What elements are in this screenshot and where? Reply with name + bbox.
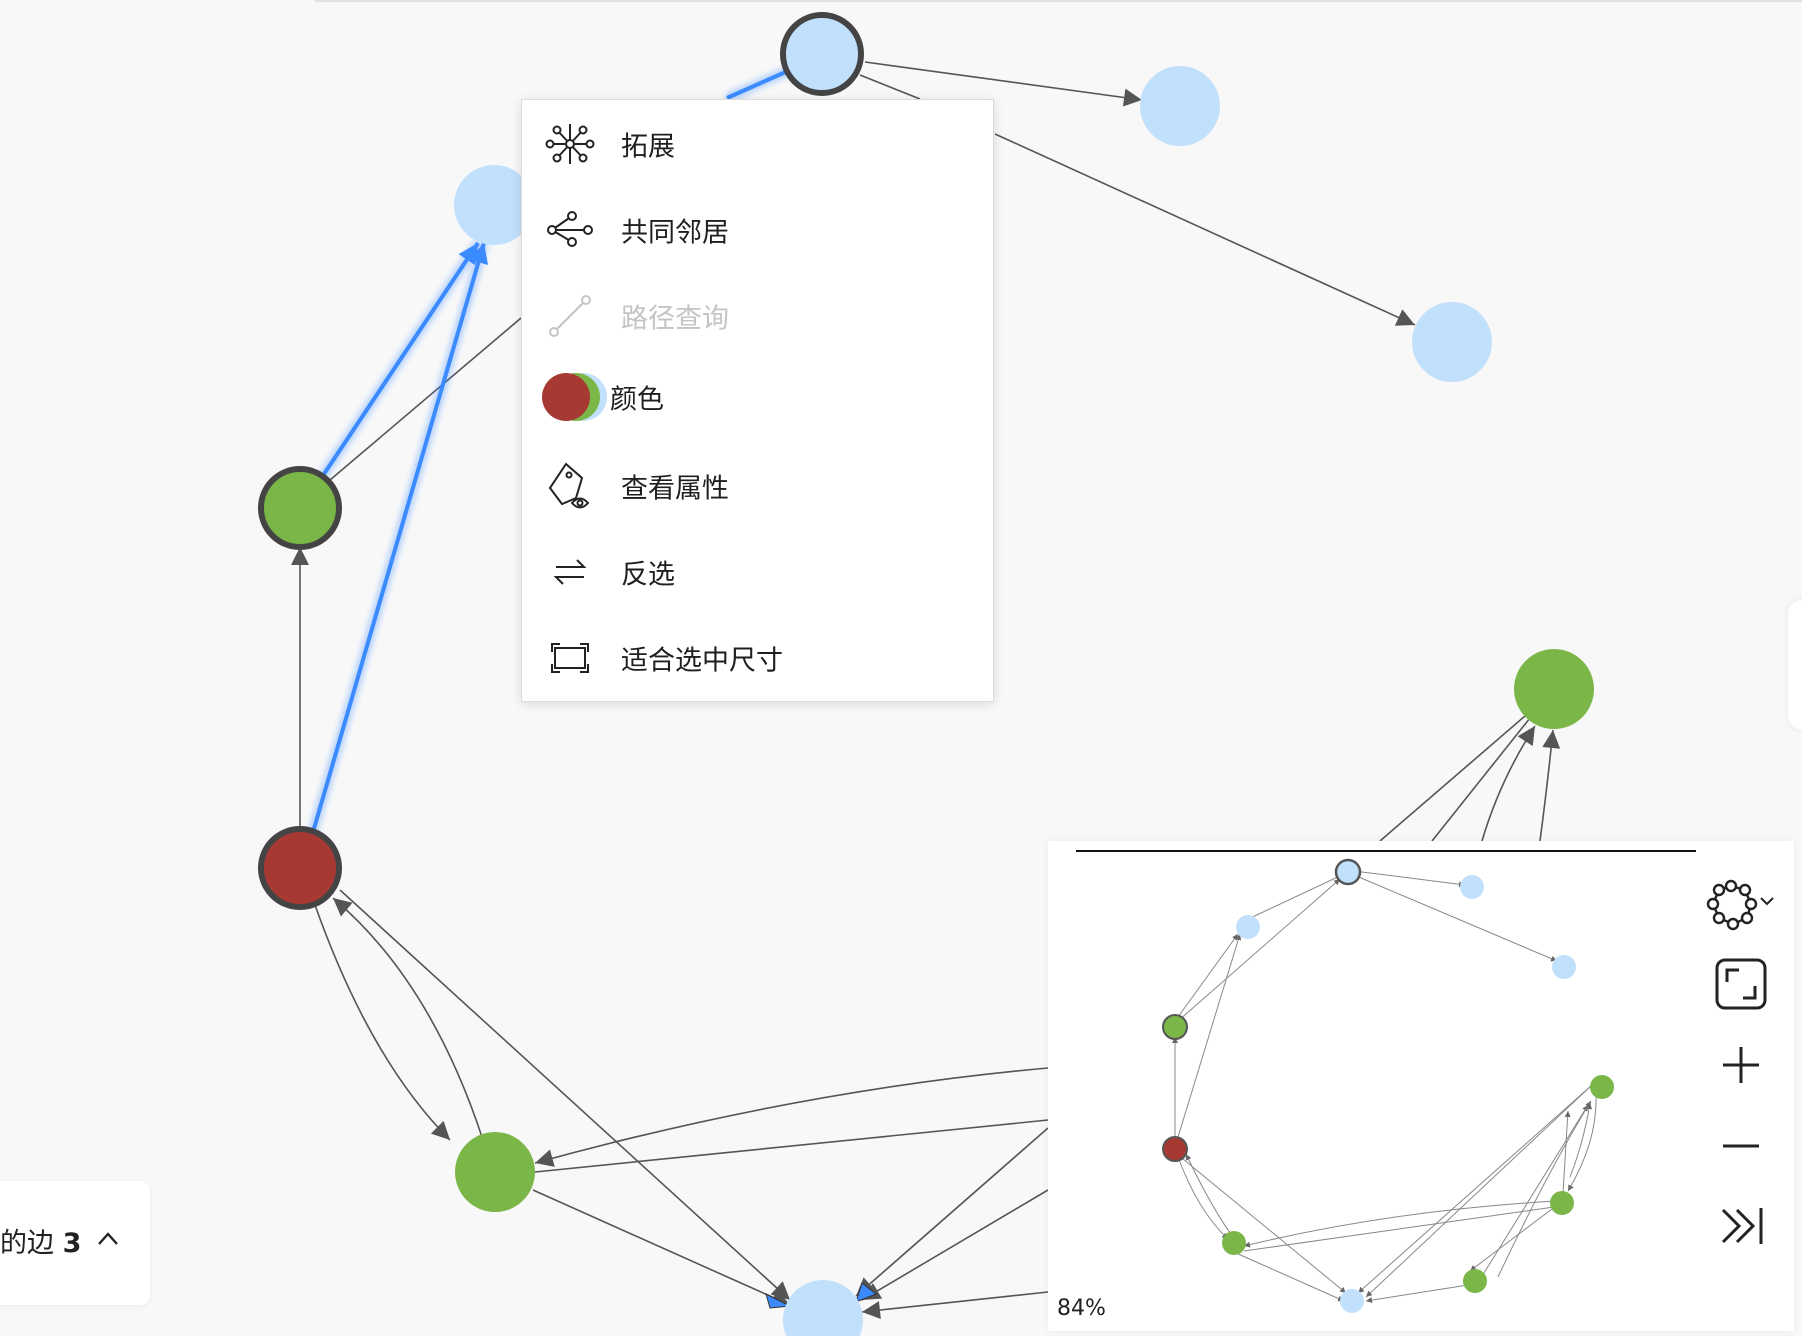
menu-item-color[interactable]: 颜色: [522, 357, 993, 437]
minimap-nodes: [1162, 858, 1614, 1313]
menu-label: 查看属性: [621, 473, 729, 505]
menu-item-path-query: 路径查询: [522, 276, 993, 356]
zoom-out-icon[interactable]: [1711, 1116, 1771, 1176]
menu-label: 共同邻居: [621, 217, 729, 249]
node-green-selected: [258, 466, 342, 550]
common-neighbors-icon: [547, 211, 593, 247]
collapse-panel-icon[interactable]: [1711, 1196, 1771, 1256]
invert-selection-icon: [553, 559, 587, 585]
menu-item-fit-selection[interactable]: 适合选中尺寸: [522, 618, 993, 698]
node-red-selected: [258, 826, 342, 910]
node-blue: [783, 1280, 863, 1336]
view-properties-icon: [548, 462, 590, 509]
menu-item-common-neighbors[interactable]: 共同邻居: [522, 190, 993, 270]
menu-item-expand[interactable]: 拓展: [522, 104, 993, 184]
highlighted-edges: [308, 65, 793, 834]
chevron-up-icon[interactable]: [96, 1229, 120, 1247]
edge-arrowheads: [765, 1282, 877, 1309]
menu-label: 反选: [621, 559, 675, 591]
menu-label: 路径查询: [621, 303, 729, 335]
graph-edges: [291, 61, 1561, 1320]
menu-label: 拓展: [621, 131, 675, 163]
layout-icon[interactable]: [1703, 876, 1783, 936]
node-blue: [1412, 302, 1492, 382]
zoom-level: 84%: [1057, 1296, 1106, 1321]
node-top-selected: [780, 12, 864, 96]
context-menu: 拓展 共同邻居 路径查询 颜色: [521, 99, 994, 702]
node-green: [455, 1132, 535, 1212]
side-panel-tab[interactable]: [1788, 600, 1802, 730]
menu-label: 适合选中尺寸: [621, 645, 783, 677]
node-blue: [454, 165, 534, 245]
edge-panel-title: 的边 3: [0, 1228, 82, 1259]
graph-nodes[interactable]: [258, 12, 1594, 1336]
node-blue: [1140, 66, 1220, 146]
menu-item-view-properties[interactable]: 查看属性: [522, 446, 993, 526]
minimap-canvas: [1076, 850, 1696, 1313]
color-swatch-icon: [542, 373, 607, 421]
fit-view-icon[interactable]: [1711, 954, 1771, 1014]
edge-panel[interactable]: 的边 3: [0, 1181, 150, 1305]
fit-selection-icon: [551, 643, 589, 673]
menu-item-invert-selection[interactable]: 反选: [522, 532, 993, 612]
zoom-in-icon[interactable]: [1711, 1035, 1771, 1095]
expand-network-icon: [545, 124, 595, 164]
path-query-icon: [549, 295, 591, 337]
node-green: [1514, 649, 1594, 729]
menu-label: 颜色: [610, 384, 664, 416]
minimap[interactable]: 84%: [1048, 841, 1794, 1331]
